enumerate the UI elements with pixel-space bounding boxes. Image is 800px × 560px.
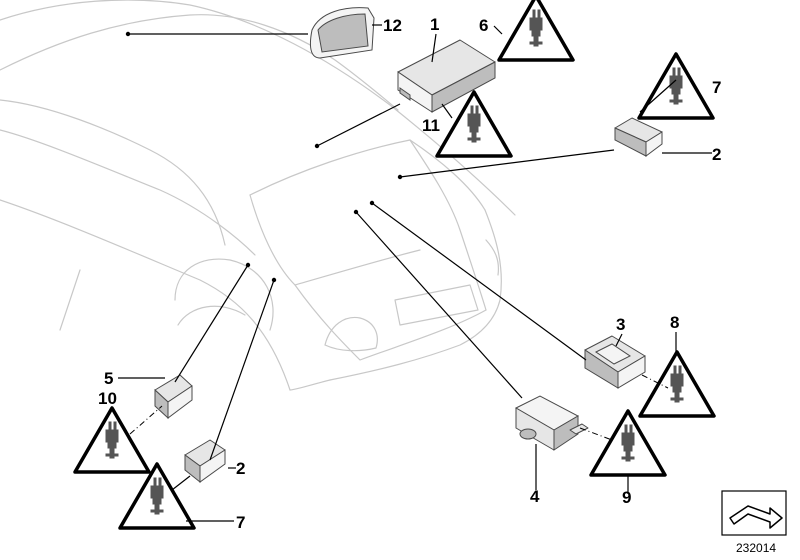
car-outline: [0, 0, 516, 391]
part-2-sensor-upper: [614, 117, 663, 157]
callout-2-lower: 2: [236, 459, 245, 478]
callout-7-lower: 7: [236, 513, 245, 532]
part-1-control-unit: [397, 39, 496, 113]
callout-5: 5: [104, 369, 113, 388]
reference-number: 232014: [736, 541, 776, 555]
callout-1: 1: [430, 15, 439, 34]
target-dots: [125, 31, 403, 283]
callout-10: 10: [98, 389, 117, 408]
warning-icon-7-upper: [637, 52, 715, 120]
direction-arrow-icon: [721, 490, 787, 536]
part-5-sensor: [154, 374, 193, 420]
part-12-antenna-fin: [309, 7, 375, 59]
callout-6: 6: [479, 16, 488, 35]
warning-icon-9: [589, 409, 667, 477]
callout-8: 8: [670, 313, 679, 332]
callout-9: 9: [622, 488, 631, 507]
warning-icon-8: [638, 350, 716, 418]
leader-lines: [118, 24, 712, 522]
warning-icon-6: [497, 0, 575, 62]
part-4-sensor-unit: [514, 395, 589, 451]
part-2-sensor-lower: [184, 439, 226, 484]
callout-11: 11: [422, 116, 440, 135]
callout-3: 3: [616, 315, 625, 334]
callout-2-upper: 2: [712, 145, 721, 164]
part-3-module: [584, 335, 646, 389]
warning-icon-10: [73, 406, 151, 474]
callout-4: 4: [530, 487, 540, 506]
callout-12: 12: [383, 16, 402, 35]
callout-7-upper: 7: [712, 78, 721, 97]
